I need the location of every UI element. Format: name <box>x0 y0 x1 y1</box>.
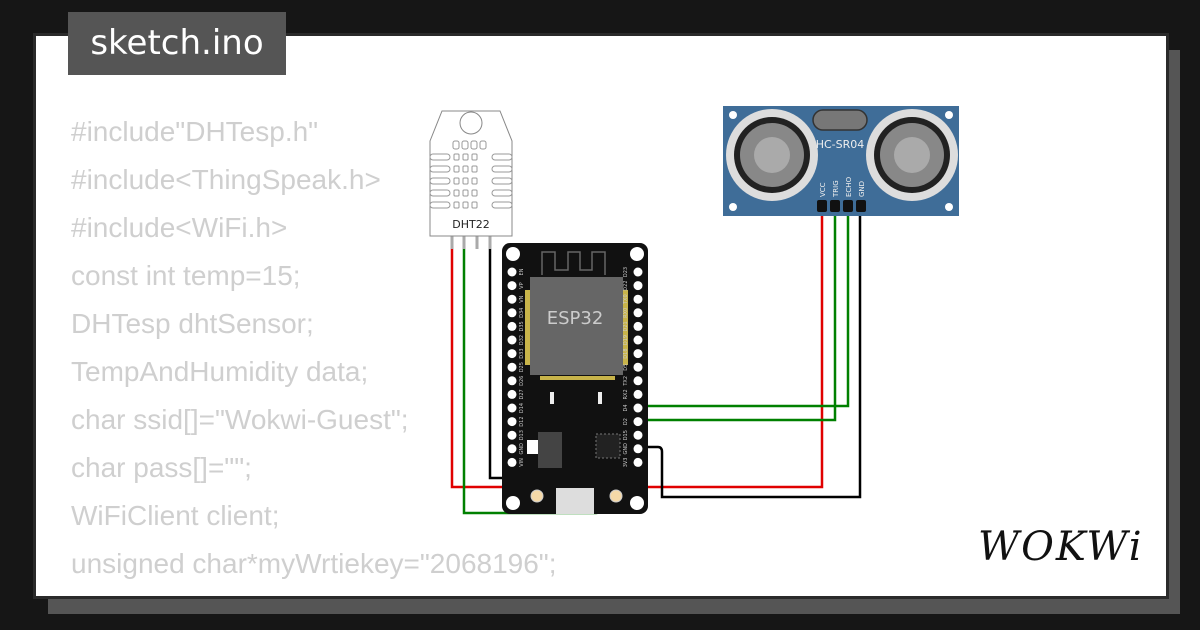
code-background: #include"DHTesp.h" #include<ThingSpeak.h… <box>71 108 557 588</box>
pin-d12[interactable] <box>507 417 517 427</box>
pin-label: D33 <box>519 348 525 358</box>
pin-d5[interactable] <box>633 362 643 372</box>
pin-label: D15 <box>623 430 629 440</box>
pin-label: D21 <box>623 321 629 331</box>
pin-d23[interactable] <box>633 267 643 277</box>
pin-label: GND <box>519 443 525 455</box>
code-line: TempAndHumidity data; <box>71 356 369 387</box>
pin-label: D19 <box>623 335 629 345</box>
pin-label: RX0 <box>623 308 629 318</box>
pin-label-vcc: VCC <box>819 182 827 197</box>
code-line: WiFiClient client; <box>71 500 280 531</box>
esp32-label: ESP32 <box>547 308 604 329</box>
pin-label: D25 <box>519 362 525 372</box>
pin-label: TX2 <box>623 376 629 387</box>
pin-label-gnd: GND <box>858 181 866 197</box>
pin-label: D22 <box>623 280 629 290</box>
pin-tx0[interactable] <box>633 294 643 304</box>
wire-ground-hcsr04 <box>640 210 862 499</box>
transducer-left <box>726 109 818 201</box>
pin-gnd[interactable] <box>633 444 643 454</box>
pin-d15[interactable] <box>633 430 643 440</box>
pin-d18[interactable] <box>633 349 643 359</box>
pin-d4[interactable] <box>633 403 643 413</box>
pin-label: D26 <box>519 376 525 386</box>
pin-en[interactable] <box>507 267 517 277</box>
pin-d14[interactable] <box>507 403 517 413</box>
pin-vp[interactable] <box>507 281 517 291</box>
pin-label: D13 <box>519 430 525 440</box>
pin-label: GND <box>623 443 629 455</box>
pin-label: VIN <box>519 458 525 467</box>
code-line: char pass[]=""; <box>71 452 252 483</box>
wire-echo <box>640 210 850 408</box>
pin-vin[interactable] <box>507 457 517 467</box>
pin-label: D18 <box>623 348 629 358</box>
pin-d22[interactable] <box>633 281 643 291</box>
dht22-sensor[interactable]: DHT22 <box>429 110 513 249</box>
pin-label-echo: ECHO <box>845 176 853 197</box>
pin-d2[interactable] <box>633 417 643 427</box>
pin-d34[interactable] <box>507 308 517 318</box>
pin-vn[interactable] <box>507 294 517 304</box>
code-line: #include<ThingSpeak.h> <box>71 164 381 195</box>
pin-label: D12 <box>519 416 525 426</box>
pin-label: 3V3 <box>623 458 629 468</box>
code-line: #include<WiFi.h> <box>71 212 288 243</box>
pin-label: VN <box>519 295 525 302</box>
esp32-board[interactable]: ESP32 ENVPVND34D35D32D33D25D26D27D14D12D… <box>502 243 648 514</box>
pin-rx0[interactable] <box>633 308 643 318</box>
wire-trig <box>640 210 837 422</box>
pin-label: VP <box>519 282 525 288</box>
pin-d26[interactable] <box>507 376 517 386</box>
pin-d32[interactable] <box>507 335 517 345</box>
pin-d13[interactable] <box>507 430 517 440</box>
pin-d33[interactable] <box>507 349 517 359</box>
code-line: char ssid[]="Wokwi-Guest"; <box>71 404 409 435</box>
pin-label: D35 <box>519 321 525 331</box>
pin-label-trig: TRIG <box>832 180 840 198</box>
file-tab: sketch.ino <box>68 12 286 75</box>
pin-rx2[interactable] <box>633 389 643 399</box>
code-line: const int temp=15; <box>71 260 301 291</box>
transducer-right <box>866 109 958 201</box>
pin-d35[interactable] <box>507 321 517 331</box>
pin-label: D34 <box>519 308 525 318</box>
pin-label: D14 <box>519 403 525 413</box>
pin-gnd[interactable] <box>507 444 517 454</box>
pin-label: RX2 <box>623 389 629 399</box>
hc-sr04-label: HC-SR04 <box>816 138 865 151</box>
pin-label: D5 <box>623 364 629 371</box>
pin-label: D23 <box>623 267 629 277</box>
pin-label: TX0 <box>623 294 629 305</box>
pin-d19[interactable] <box>633 335 643 345</box>
code-line: unsigned char*myWrtiekey="2068196"; <box>71 548 557 579</box>
pin-label: D27 <box>519 389 525 399</box>
pin-3v3[interactable] <box>633 457 643 467</box>
pin-label: D4 <box>623 404 629 411</box>
code-line: DHTesp dhtSensor; <box>71 308 314 339</box>
hc-sr04-sensor[interactable]: HC-SR04 VCC TRIG ECHO GND <box>723 106 959 216</box>
pin-tx2[interactable] <box>633 376 643 386</box>
dht22-label: DHT22 <box>452 218 489 231</box>
pin-label: D32 <box>519 335 525 345</box>
pin-d21[interactable] <box>633 321 643 331</box>
pin-label: EN <box>519 268 525 275</box>
pin-label: D2 <box>623 418 629 425</box>
wokwi-logo: WOKWi <box>978 524 1144 570</box>
code-line: #include"DHTesp.h" <box>71 116 319 147</box>
pin-d25[interactable] <box>507 362 517 372</box>
pin-d27[interactable] <box>507 389 517 399</box>
